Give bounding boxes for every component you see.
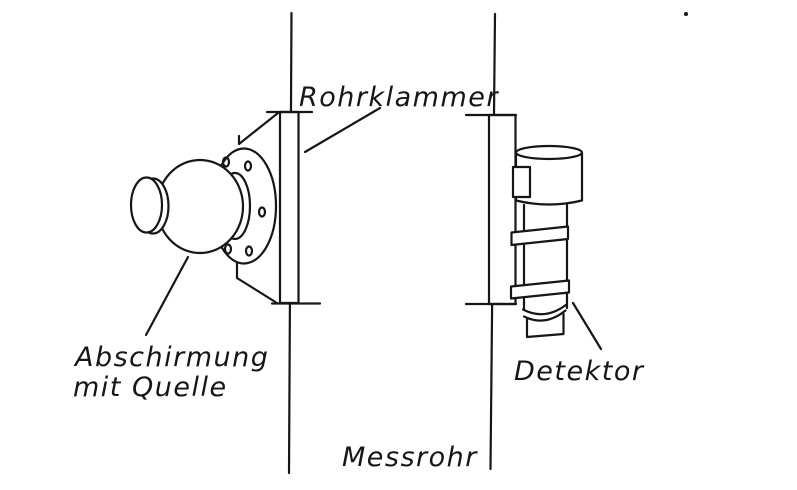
bracket-top-edge: [237, 111, 280, 146]
detector-tip: [525, 312, 565, 339]
label-detektor: Detektor: [514, 356, 645, 387]
flange-bolt-holes: [221, 156, 267, 257]
label-messrohr: Messrohr: [342, 442, 478, 473]
clamp-plate-left: [278, 110, 300, 305]
label-rohrklammer: Rohrklammer: [299, 82, 499, 113]
leader-lines: [144, 106, 603, 351]
label-abschirmung-line1: Abschirmung: [73, 342, 269, 373]
detector-ring-line: [521, 303, 568, 316]
scan-artifact-dot: [684, 12, 688, 16]
leader-abschirmung: [144, 255, 190, 337]
mounting-strap-lower: [509, 279, 571, 300]
bolt-hole: [244, 245, 254, 257]
bolt-hole: [243, 160, 253, 172]
detector-connector-tab: [511, 165, 532, 199]
detector-cap-body: [514, 151, 584, 206]
detector-ring-line: [522, 309, 567, 322]
source-shielding-assembly: [129, 111, 280, 305]
nozzle-front-face: [129, 176, 164, 234]
rohrklammer-right-plate: [464, 113, 518, 306]
rohrklammer-left-plate: [265, 110, 322, 305]
mounting-strap-upper: [510, 225, 570, 247]
leader-detektor: [571, 301, 603, 351]
bolt-hole: [257, 206, 267, 218]
detector-cap-top: [514, 144, 584, 161]
leader-rohrklammer: [303, 106, 382, 154]
clamp-plate-right: [487, 113, 517, 306]
label-abschirmung-line2: mit Quelle: [73, 372, 228, 403]
shielding-sphere: [155, 158, 245, 255]
detector-assembly: [509, 144, 584, 339]
bracket-bottom-edge: [235, 261, 279, 305]
bolt-hole: [221, 156, 231, 168]
bolt-hole: [223, 243, 233, 255]
